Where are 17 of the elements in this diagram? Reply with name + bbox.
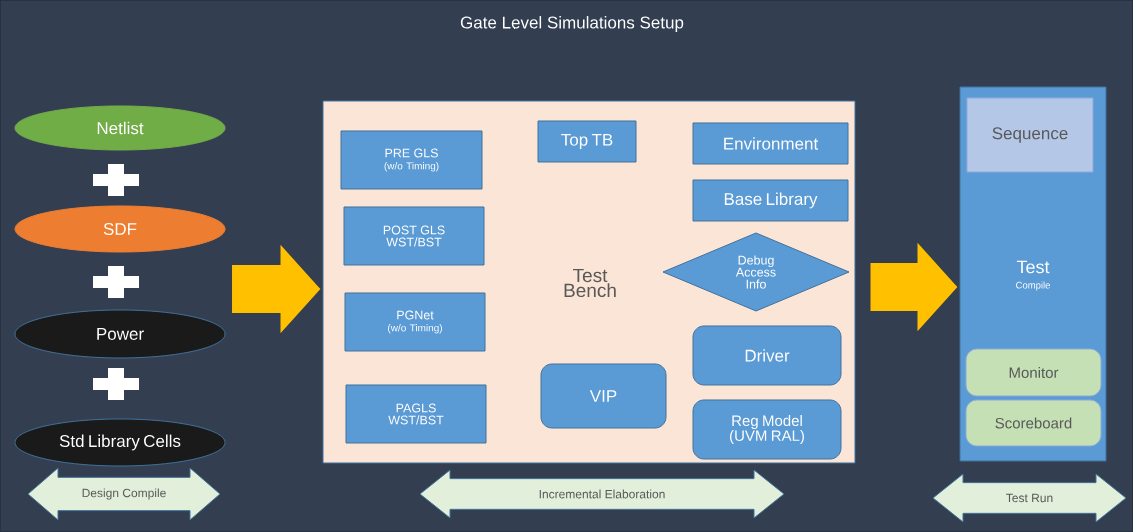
rounded-box: Monitor [965, 348, 1102, 397]
title: Gate Level Simulations Setup [460, 16, 684, 32]
double-arrow-banner: Incremental Elaboration [419, 469, 785, 519]
rounded-box: Driver [692, 325, 842, 386]
rounded-box: Scoreboard [965, 399, 1102, 447]
component-box: Base Library [692, 179, 849, 222]
rounded-box: VIP [540, 363, 667, 429]
rounded-box: Reg Model (UVM RAL) [692, 399, 842, 460]
component-box: Environment [692, 122, 849, 165]
component-box: Sequence [966, 97, 1094, 173]
double-arrow-banner: Test Run [932, 473, 1127, 523]
component-box: POST GLS WST/BST [343, 206, 485, 266]
component-box: PGNet (w/o Timing) [344, 292, 486, 352]
component-box: PRE GLS (w/o Timing) [340, 130, 483, 190]
component-box: Top TB [537, 120, 637, 163]
component-box: PAGLS WST/BST [345, 384, 487, 444]
double-arrow-banner: Design Compile [27, 467, 221, 521]
